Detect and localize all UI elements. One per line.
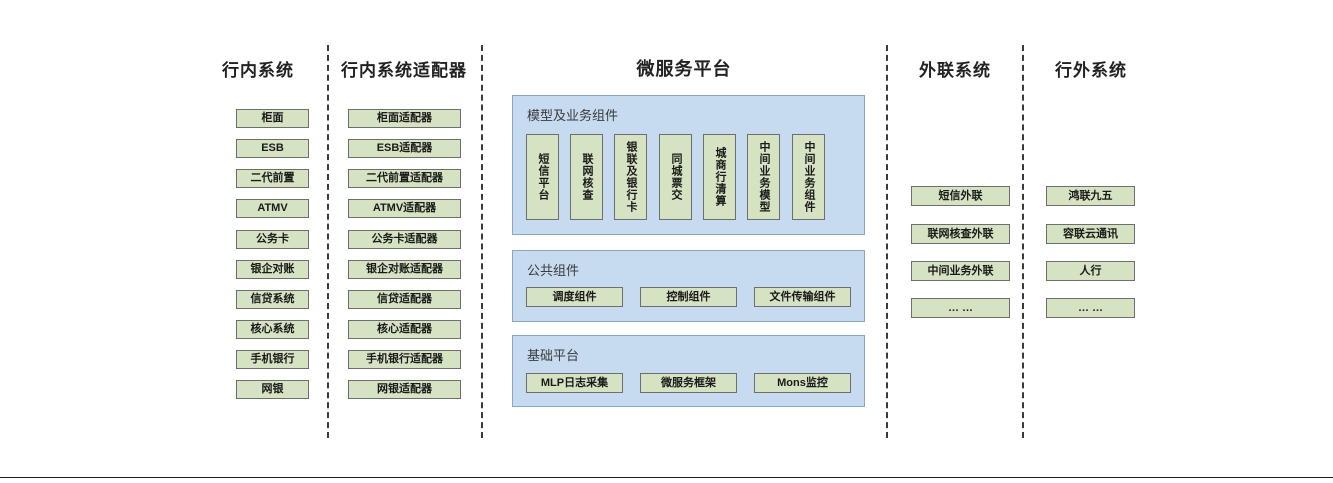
list-item[interactable]: 手机银行适配器 [348, 350, 461, 369]
platform-title: 微服务平台 [636, 59, 732, 79]
panel-title: 公共组件 [527, 263, 580, 278]
list-item[interactable]: 网银适配器 [348, 380, 461, 399]
component-label: 同城票交 [670, 153, 682, 201]
component-box[interactable]: 同城票交 [659, 134, 692, 220]
panel-base-platform: 基础平台 [512, 335, 865, 407]
component-box[interactable]: 控制组件 [640, 287, 737, 307]
list-item[interactable]: … … [1046, 298, 1135, 318]
panel-title: 模型及业务组件 [527, 108, 619, 123]
divider-2 [481, 45, 483, 438]
list-item[interactable]: 联网核查外联 [911, 224, 1010, 244]
list-item[interactable]: 公务卡适配器 [348, 230, 461, 249]
list-item[interactable]: 核心系统 [236, 320, 309, 339]
panel-title: 基础平台 [527, 348, 580, 363]
list-item[interactable]: 网银 [236, 380, 309, 399]
component-box[interactable]: 短信平台 [526, 134, 559, 220]
list-item[interactable]: ESB适配器 [348, 139, 461, 158]
list-item[interactable]: 银企对账 [236, 260, 309, 279]
column-title-outside-bank-systems: 行外系统 [1055, 61, 1127, 80]
list-item[interactable]: 人行 [1046, 261, 1135, 281]
list-item[interactable]: 二代前置适配器 [348, 169, 461, 188]
list-item[interactable]: ATMV适配器 [348, 199, 461, 218]
list-item[interactable]: 中间业务外联 [911, 261, 1010, 281]
list-item[interactable]: 核心适配器 [348, 320, 461, 339]
list-item[interactable]: … … [911, 298, 1010, 318]
component-label: 联网核查 [581, 153, 593, 201]
list-item[interactable]: 鸿联九五 [1046, 186, 1135, 206]
list-item[interactable]: 银企对账适配器 [348, 260, 461, 279]
component-box[interactable]: 中间业务模型 [747, 134, 780, 220]
component-box[interactable]: 银联及银行卡 [614, 134, 647, 220]
component-label: 中间业务组件 [803, 141, 815, 213]
divider-1 [327, 45, 329, 438]
list-item[interactable]: 柜面 [236, 109, 309, 128]
list-item[interactable]: 手机银行 [236, 350, 309, 369]
list-item[interactable]: 容联云通讯 [1046, 224, 1135, 244]
list-item[interactable]: 柜面适配器 [348, 109, 461, 128]
divider-3 [886, 45, 888, 438]
panel-public-components: 公共组件 [512, 250, 865, 322]
list-item[interactable]: 二代前置 [236, 169, 309, 188]
component-label: 城商行清算 [714, 147, 726, 207]
bottom-divider [0, 477, 1333, 478]
component-box[interactable]: 中间业务组件 [792, 134, 825, 220]
list-item[interactable]: 短信外联 [911, 186, 1010, 206]
list-item[interactable]: 信贷系统 [236, 290, 309, 309]
list-item[interactable]: ESB [236, 139, 309, 158]
component-box[interactable]: Mons监控 [754, 373, 851, 393]
column-title-internal-system-adapters: 行内系统适配器 [341, 61, 467, 80]
component-box[interactable]: 文件传输组件 [754, 287, 851, 307]
component-box[interactable]: 城商行清算 [703, 134, 736, 220]
component-label: 中间业务模型 [758, 141, 770, 213]
component-box[interactable]: MLP日志采集 [526, 373, 623, 393]
component-box[interactable]: 调度组件 [526, 287, 623, 307]
component-label: 银联及银行卡 [625, 141, 637, 213]
column-title-external-link-systems: 外联系统 [919, 61, 991, 80]
list-item[interactable]: 公务卡 [236, 230, 309, 249]
component-box[interactable]: 微服务框架 [640, 373, 737, 393]
component-box[interactable]: 联网核查 [570, 134, 603, 220]
list-item[interactable]: 信贷适配器 [348, 290, 461, 309]
component-label: 短信平台 [537, 153, 549, 201]
list-item[interactable]: ATMV [236, 199, 309, 218]
column-title-internal-systems: 行内系统 [222, 61, 294, 80]
divider-4 [1022, 45, 1024, 438]
